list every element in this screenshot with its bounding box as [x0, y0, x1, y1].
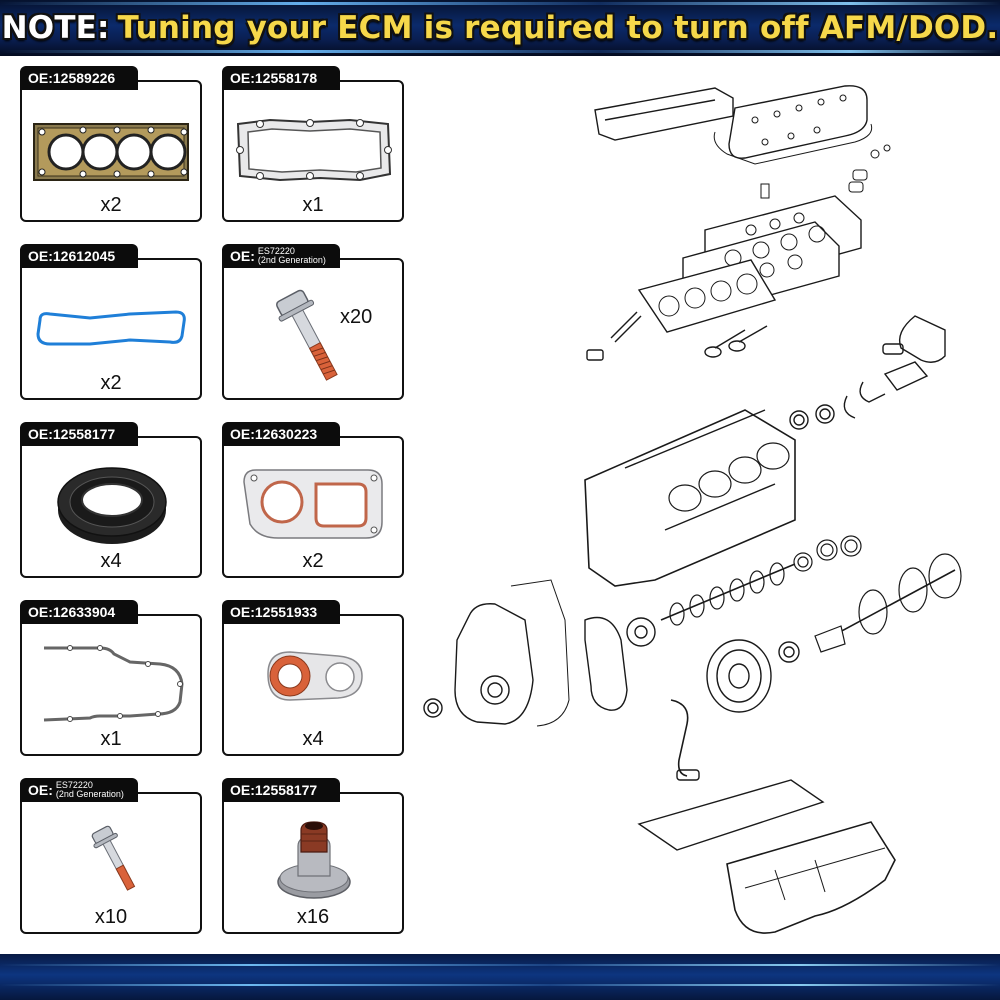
note-label: NOTE: [1, 10, 110, 46]
part-card: OE:12558177 x16 [222, 778, 404, 934]
part-card: OE: ES72220(2nd Generation) x20 [222, 244, 404, 400]
water-pump-gasket-icon [243, 469, 383, 539]
oe-prefix: OE: [230, 426, 255, 442]
part-card-frame [20, 258, 202, 400]
footer-light-streak [0, 964, 1000, 966]
oe-prefix: OE: [230, 604, 255, 620]
quantity: x4 [302, 728, 324, 750]
part-card-frame [20, 614, 202, 756]
oe-prefix: OE: [230, 782, 255, 798]
part-card-frame [20, 792, 202, 934]
oe-number: 12589226 [52, 70, 116, 86]
oe-number: ES72220 [55, 780, 93, 790]
oe-number: 12630223 [254, 426, 318, 442]
part-card: OE:12551933 x4 [222, 600, 404, 756]
part-card: OE:12633904 x1 [20, 600, 202, 756]
quantity: x16 [296, 906, 330, 928]
oe-tab: OE:12551933 [222, 600, 340, 624]
quantity: x4 [100, 550, 122, 572]
footer-bar [0, 954, 1000, 1000]
oe-number: 12558177 [52, 426, 116, 442]
oe-number: 12612045 [52, 248, 116, 264]
oe-tab: OE: ES72220(2nd Generation) [222, 244, 340, 268]
oil-pump-gasket-icon [267, 651, 363, 701]
timing-cover-gasket-icon [43, 645, 184, 722]
rear-main-seal-icon [57, 467, 167, 544]
oe-prefix: OE: [28, 70, 53, 86]
oe-prefix: OE: [230, 70, 255, 86]
part-card: OE:12589226 x2 [20, 66, 202, 222]
part-card: OE:12630223 x2 [222, 422, 404, 578]
oe-prefix: OE: [28, 604, 53, 620]
oe-prefix: OE: [230, 248, 255, 264]
quantity: x2 [302, 550, 324, 572]
part-card: OE: ES72220(2nd Generation) x10 [20, 778, 202, 934]
footer-light-streak [0, 984, 1000, 986]
part-card: OE:12612045 x2 [20, 244, 202, 400]
header-banner: NOTE: Tuning your ECM is required to tur… [0, 0, 1000, 56]
oe-prefix: OE: [28, 782, 53, 798]
oe-tab: OE:12558177 [222, 778, 340, 802]
head-bolt-icon [275, 289, 338, 381]
oe-tab: OE:12612045 [20, 244, 138, 268]
part-card: OE:12558178 x1 [222, 66, 404, 222]
quantity: x2 [100, 372, 122, 394]
oe-tab: OE:12630223 [222, 422, 340, 446]
oe-note: (2nd Generation) [257, 255, 326, 265]
oe-tab: OE:12589226 [20, 66, 138, 90]
head-bolt-icon [91, 825, 136, 891]
banner-light-streak [0, 2, 1000, 5]
banner-light-streak [0, 50, 1000, 53]
oe-number: 12558178 [254, 70, 318, 86]
valve-stem-seal-icon [277, 821, 351, 899]
part-card: OE:12558177 x4 [20, 422, 202, 578]
oe-number: 12633904 [52, 604, 116, 620]
oe-tab: OE:12633904 [20, 600, 138, 624]
oe-tab: OE: ES72220(2nd Generation) [20, 778, 138, 802]
quantity: x1 [302, 194, 324, 216]
rubber-cover-gasket-icon [36, 310, 186, 346]
oe-note: (2nd Generation) [55, 789, 124, 799]
cylinder-head-gasket-icon [33, 123, 189, 181]
oe-prefix: OE: [28, 426, 53, 442]
part-card-frame [222, 614, 404, 756]
oe-number: ES72220 [257, 246, 295, 256]
exploded-engine-diagram-icon [415, 80, 985, 940]
oe-tab: OE:12558178 [222, 66, 340, 90]
quantity: x2 [100, 194, 122, 216]
note-message: Tuning your ECM is required to turn off … [117, 10, 999, 46]
oe-number: 12551933 [254, 604, 318, 620]
banner-title: NOTE: Tuning your ECM is required to tur… [0, 0, 1000, 56]
oe-prefix: OE: [28, 248, 53, 264]
oe-number: 12558177 [254, 782, 318, 798]
quantity: x10 [94, 906, 128, 928]
valve-cover-gasket-icon [236, 118, 392, 182]
quantity: x1 [100, 728, 122, 750]
oe-tab: OE:12558177 [20, 422, 138, 446]
quantity: x20 [340, 306, 373, 328]
